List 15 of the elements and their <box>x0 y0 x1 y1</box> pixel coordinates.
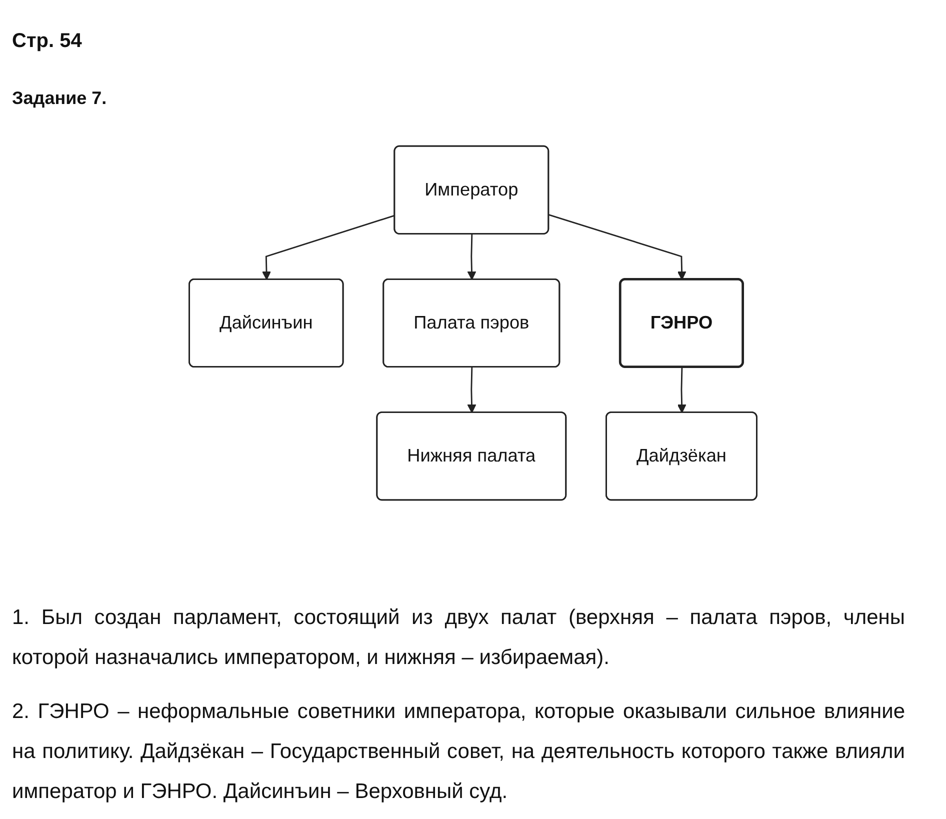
page-heading: Стр. 54 <box>12 30 82 53</box>
rounded-box: Император <box>394 145 550 234</box>
answer-paragraph: 2. ГЭНРО – неформальные советники императора, которые оказывали сильное влияние на политику. Дайдзёкан – Государственный совет, на деятельность которого также влияли император и ГЭНРО. Дайсинъин – Верховный суд. <box>12 699 905 805</box>
rounded-box: Дайсинъин <box>188 278 344 368</box>
rounded-box: Нижняя палата <box>376 412 567 501</box>
answer-paragraph: 1. Был создан парламент, состоящий из двух палат (верхняя – палата пэров, члены которой назначались императором, и нижняя – избираемая). <box>12 605 905 671</box>
rounded-box: Дайдзёкан <box>606 412 758 501</box>
arrow <box>548 214 686 280</box>
rounded-box: ГЭНРО <box>618 278 744 368</box>
rounded-box: Палата пэров <box>382 278 560 368</box>
arrow <box>677 367 686 414</box>
arrow <box>467 234 476 280</box>
task-heading: Задание 7. <box>12 88 107 109</box>
arrow <box>262 214 396 280</box>
arrow <box>467 367 476 414</box>
